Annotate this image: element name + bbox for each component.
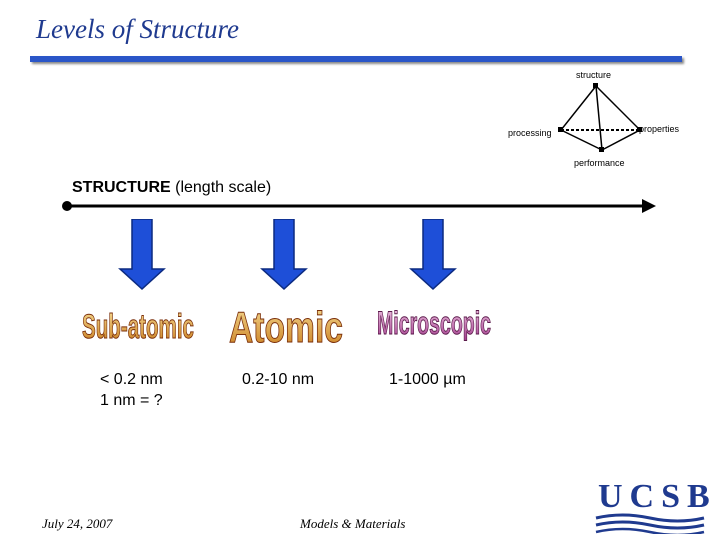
tetra-edge-top-right [595, 85, 641, 131]
down-arrow-icon [260, 219, 308, 291]
wordart-subatomic-text: Sub-atomic [82, 308, 194, 346]
tetra-node-right [637, 127, 642, 132]
wordart-microscopic-text: Microscopic [377, 305, 491, 341]
tetra-edge-top-left [560, 85, 597, 131]
range-atomic: 0.2-10 nm [242, 371, 315, 388]
wordart-subatomic: Sub-atomic [82, 308, 195, 347]
tetra-label-structure: structure [576, 70, 612, 80]
title-rule [30, 56, 682, 62]
axis-arrowhead [642, 199, 656, 213]
tetra-label-performance: performance [574, 158, 625, 168]
range-microscopic: 1-1000 µm [389, 371, 466, 388]
ucsb-logo-text: UCSB [598, 478, 717, 515]
range-subatomic-line1: < 0.2 nm [100, 371, 163, 388]
scale-heading-rest: (length scale) [170, 179, 272, 196]
footer-date: July 24, 2007 [42, 516, 113, 531]
footer-center: Models & Materials [300, 516, 406, 531]
wordart-microscopic: Microscopic [377, 305, 492, 342]
tetra-node-top [593, 83, 598, 88]
tetra-edge-left-bottom [560, 129, 603, 151]
wordart-atomic: Atomic [229, 303, 344, 353]
tetra-edge-right-bottom [601, 129, 641, 151]
tetra-label-processing: processing [508, 128, 552, 138]
tetra-label-properties: properties [639, 124, 680, 134]
wordart-atomic-text: Atomic [229, 303, 343, 352]
wave-logo-icon [595, 513, 705, 534]
down-arrow-icon [409, 219, 457, 291]
range-subatomic: < 0.2 nm 1 nm = ? [100, 369, 163, 411]
range-subatomic-line2: 1 nm = ? [100, 392, 163, 409]
tetra-edge-top-bottom [595, 85, 603, 151]
tetra-node-left [558, 127, 563, 132]
down-arrow-icon [118, 219, 166, 291]
scale-heading: STRUCTURE (length scale) [72, 179, 271, 197]
tetra-node-bottom [599, 147, 604, 152]
page-title: Levels of Structure [36, 14, 239, 44]
scale-heading-bold: STRUCTURE [72, 179, 171, 196]
ucsb-logo: UCSB [594, 478, 710, 534]
